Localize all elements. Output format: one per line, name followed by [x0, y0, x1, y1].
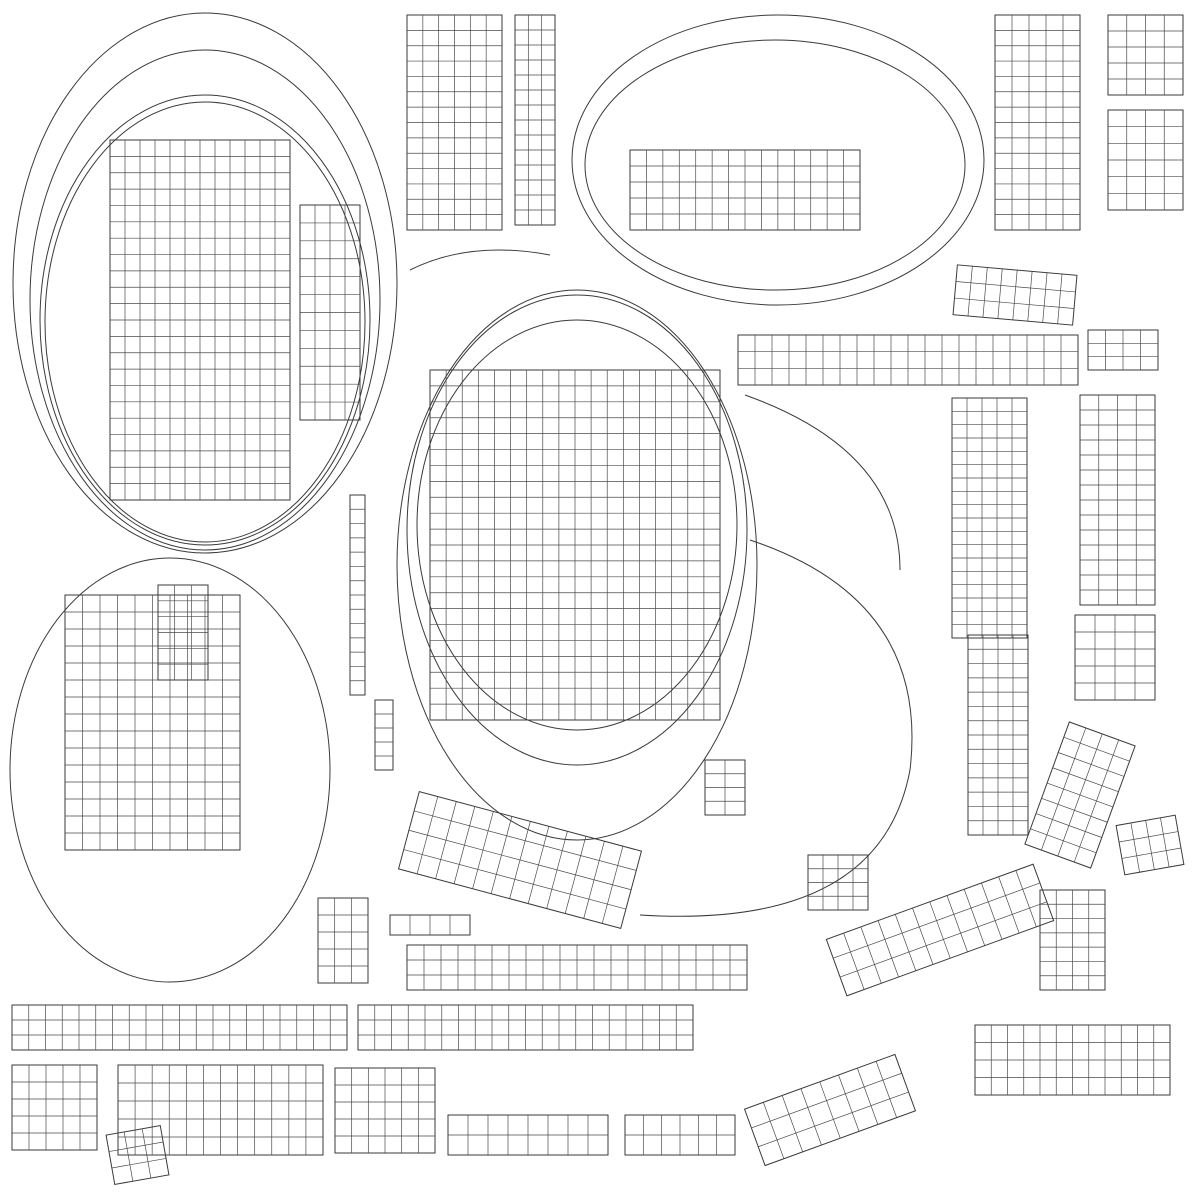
uv-island-grid	[1039, 889, 1106, 991]
uv-island-grid	[117, 1064, 324, 1156]
uv-island-grid	[447, 1114, 609, 1156]
uv-island-grid	[406, 14, 503, 231]
uv-island-grid	[967, 634, 1029, 836]
uv-island-grid	[389, 914, 471, 936]
uv-island-grid	[334, 1067, 436, 1154]
uv-island-grid	[704, 759, 746, 816]
uv-island-grid	[825, 863, 1055, 997]
uv-island-grid	[737, 334, 1079, 386]
uv-island-grid	[317, 897, 369, 984]
uv-island-grid	[807, 854, 869, 911]
island-center-ellipse	[396, 289, 758, 841]
uv-island-grid	[1087, 329, 1159, 371]
uv-island-grid	[157, 584, 209, 681]
uv-island-grid	[397, 790, 643, 930]
uv-island-grid	[629, 149, 861, 231]
uv-island-grid	[974, 1024, 1171, 1096]
uv-island-grid	[951, 397, 1028, 639]
uv-island-grid	[1115, 814, 1185, 876]
uv-island-grid	[11, 1004, 348, 1051]
island-top-right-ellipse	[571, 14, 985, 306]
uv-island-grid	[1107, 14, 1184, 96]
uv-island-grid	[624, 1114, 736, 1156]
uv-island-grid	[105, 1125, 170, 1185]
uv-island-grid	[357, 1004, 694, 1051]
uv-island-grid	[109, 139, 291, 501]
uv-island-grid	[1024, 721, 1136, 869]
uv-island-grid	[64, 594, 241, 851]
uv-island-grid	[299, 204, 361, 421]
island-top-left-ellipse	[12, 12, 398, 554]
uv-island-grid	[743, 1053, 917, 1167]
uv-island-grid	[994, 14, 1081, 231]
uv-island-grid	[374, 699, 394, 771]
uv-island-grid	[349, 494, 366, 696]
uv-island-grid	[429, 369, 721, 721]
uv-island-grid	[406, 944, 748, 991]
uv-island-grid	[952, 264, 1078, 326]
uv-island-grid	[1074, 614, 1156, 701]
uv-island-grid	[514, 14, 556, 226]
island-bottom-left-ellipse	[9, 557, 331, 983]
uv-island-grid	[1079, 394, 1156, 606]
uv-island-grid	[11, 1064, 98, 1151]
uv-grid-islands	[11, 14, 1185, 1185]
island-right-arc	[409, 249, 913, 917]
uv-island-grid	[1107, 109, 1184, 211]
